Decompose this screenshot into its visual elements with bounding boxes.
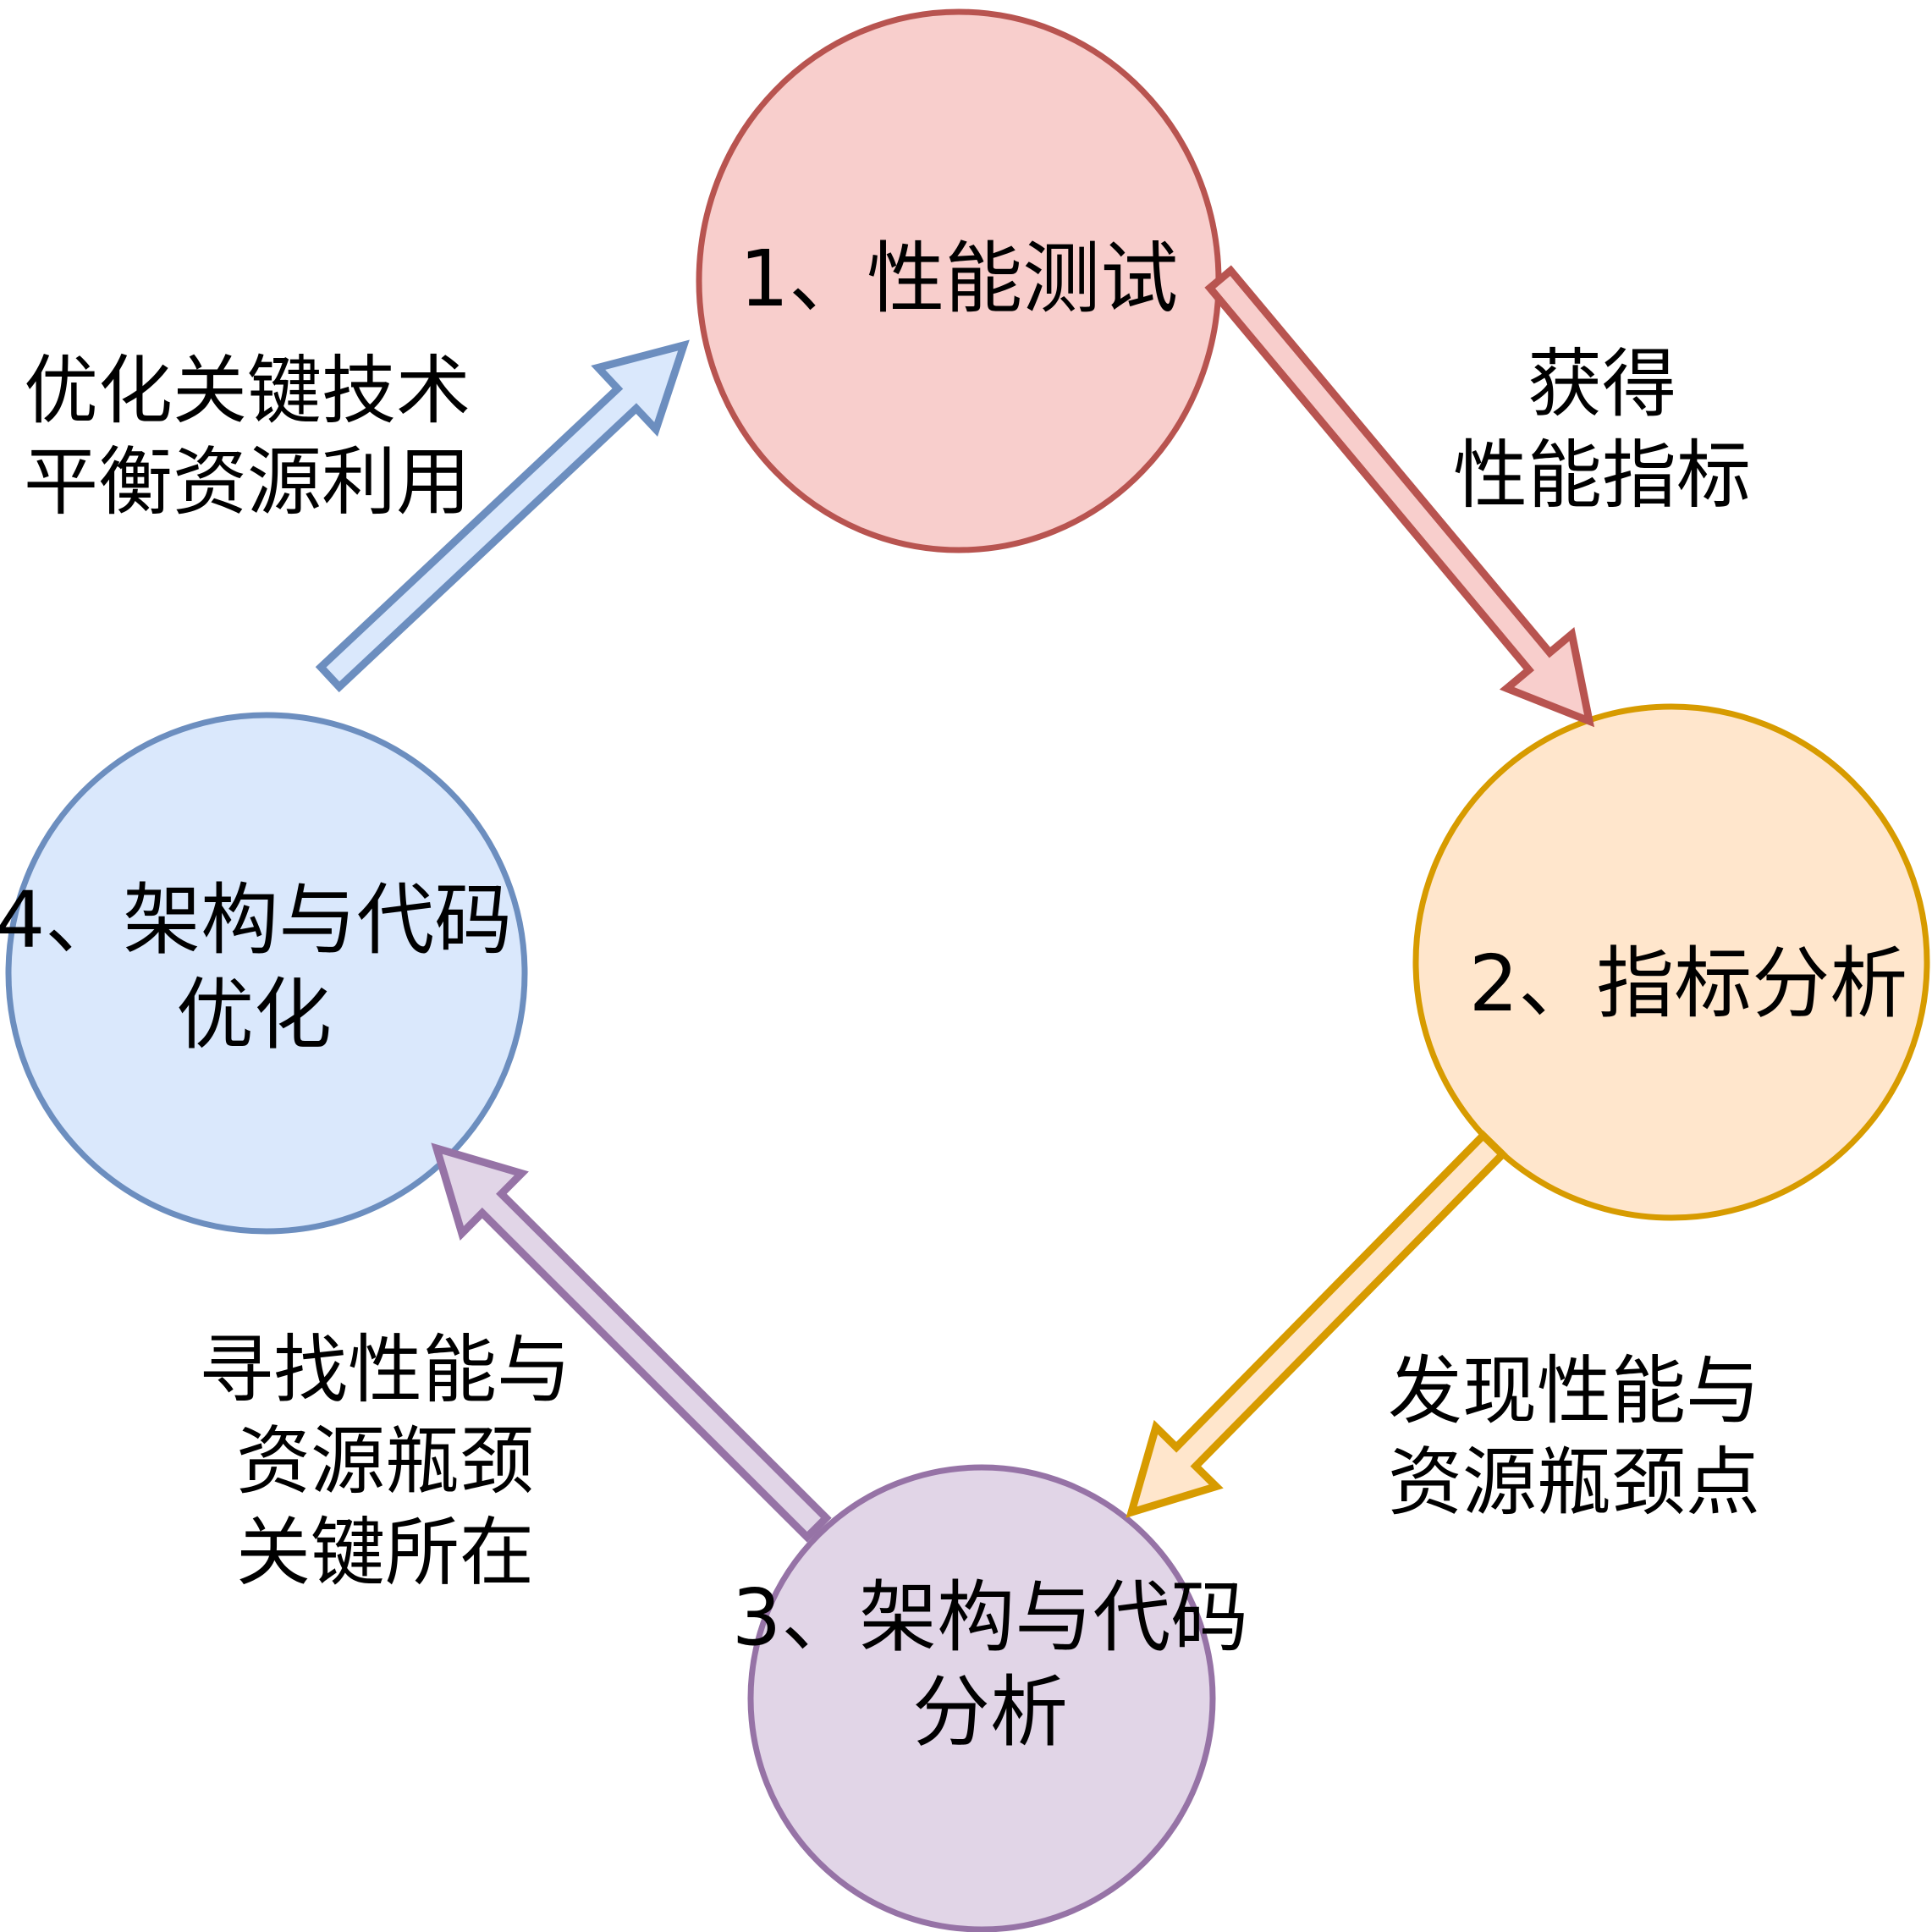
edge-label-line: 平衡资源利用: [23, 438, 471, 526]
arrow-1-to-2-icon: [1204, 265, 1595, 728]
node-label-metric-analysis: 2、指标分析: [1469, 937, 1908, 1032]
node-circle-arch-code-analysis: [747, 1464, 1216, 1932]
node-label-arch-code-analysis: 3、架构与代码 分析: [732, 1571, 1249, 1760]
edge-label-locate-key: 寻找性能与 资源瓶颈 关键所在: [199, 1324, 571, 1599]
node-label-performance-test: 1、性能测试: [740, 232, 1179, 327]
arrow-3-to-4-icon: [431, 1142, 832, 1543]
arrow-4-to-1-icon: [315, 339, 690, 693]
edge-label-line: 优化关键技术: [23, 347, 471, 434]
edge-label-line: 发现性能与: [1387, 1347, 1761, 1434]
edge-label-find-bottleneck: 发现性能与 资源瓶颈点: [1388, 1346, 1760, 1528]
edge-label-get-metrics: 获得 性能指标: [1453, 339, 1751, 521]
edge-label-line: 资源瓶颈点: [1387, 1439, 1761, 1526]
edge-label-line: 性能指标: [1452, 432, 1752, 519]
node-label-arch-code-optimize: 4、架构与代码 优化: [0, 873, 512, 1063]
node-label-line: 优化: [175, 970, 333, 1060]
node-circle-metric-analysis: [1412, 703, 1930, 1221]
node-label-line: 3、架构与代码: [731, 1572, 1249, 1663]
edge-label-line: 寻找性能与: [198, 1326, 572, 1413]
node-label-line: 4、架构与代码: [0, 875, 513, 966]
node-label-line: 分析: [911, 1667, 1069, 1758]
edge-label-line: 获得: [1527, 340, 1677, 427]
node-circle-arch-code-optimize: [5, 712, 528, 1235]
edge-label-line: 资源瓶颈: [235, 1417, 535, 1505]
node-label-line: 1、性能测试: [739, 234, 1179, 324]
node-label-line: 2、指标分析: [1468, 938, 1908, 1029]
arrow-2-to-3-icon: [1126, 1130, 1508, 1518]
edge-label-line: 关键所在: [235, 1509, 535, 1596]
edge-label-optimize-balance: 优化关键技术 平衡资源利用: [24, 345, 471, 528]
